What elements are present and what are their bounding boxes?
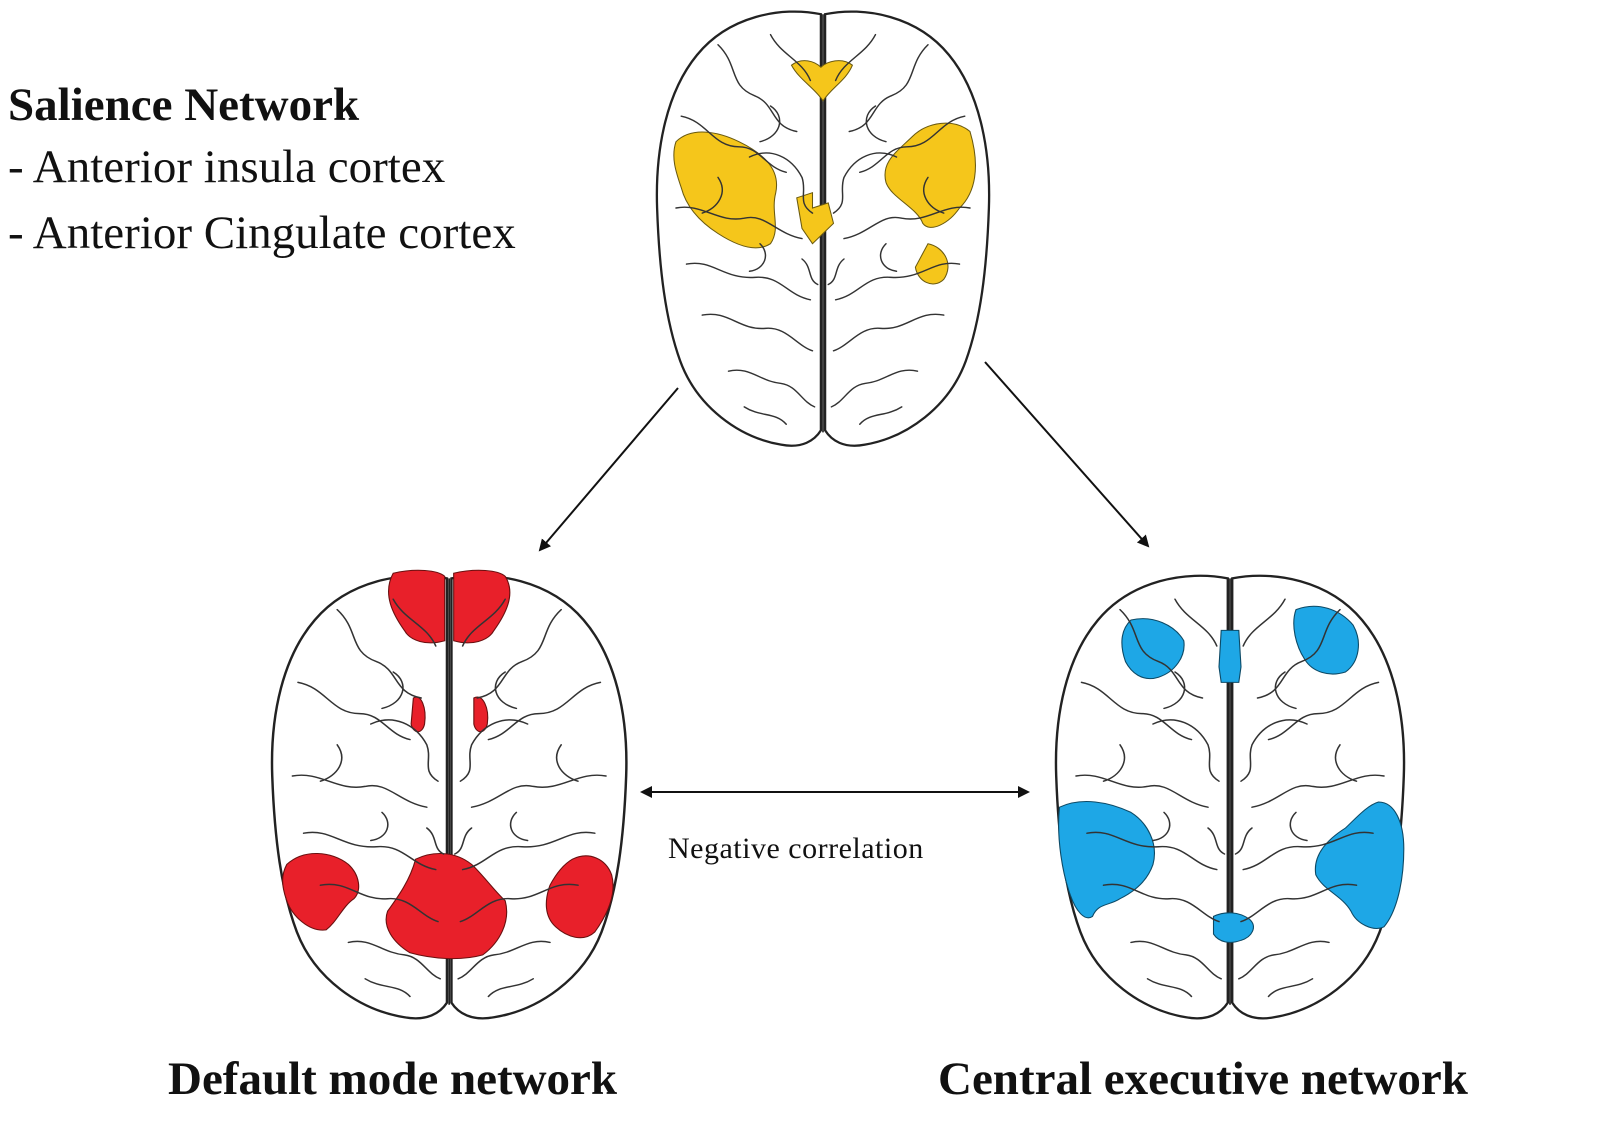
central-executive-network-title: Central executive network (938, 1053, 1468, 1105)
default-mode-network-title: Default mode network (168, 1053, 618, 1105)
arrow-salience-to-default-mode (538, 387, 679, 552)
default-mode-regions (282, 569, 614, 960)
default-mode-brain (270, 569, 628, 1020)
salience-brain (655, 10, 991, 447)
salience-network-title: Salience Network (8, 79, 360, 131)
salience-regions (673, 60, 976, 285)
arrow-salience-to-central-executive (984, 361, 1150, 548)
negative-correlation-label: Negative correlation (668, 832, 924, 865)
central-executive-brain (1054, 574, 1406, 1020)
salience-region-anterior-insula: - Anterior insula cortex (8, 141, 446, 193)
salience-region-anterior-cingulate: - Anterior Cingulate cortex (8, 207, 516, 259)
